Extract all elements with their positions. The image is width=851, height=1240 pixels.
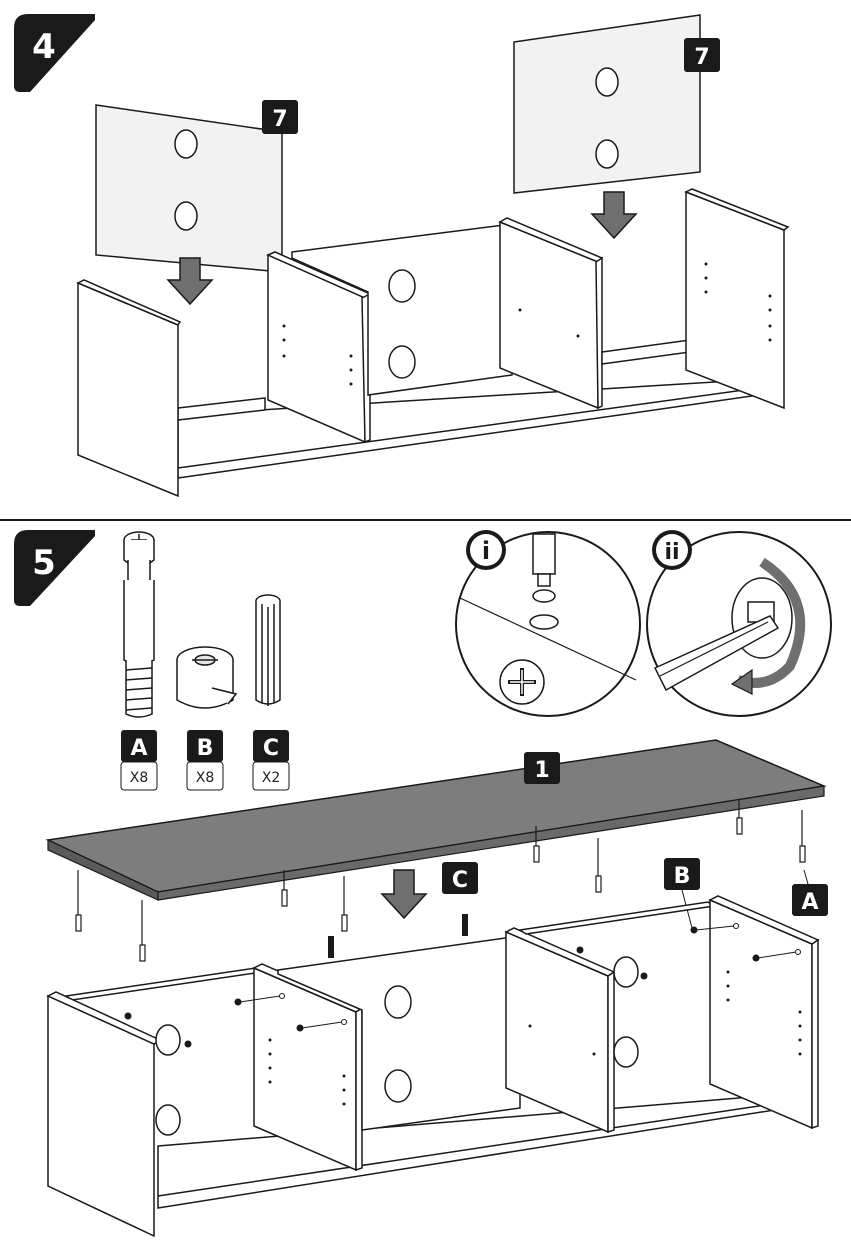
part-letter: C <box>263 736 279 761</box>
cabinet-frame <box>76 188 790 498</box>
part-label-a: A X8 <box>120 730 158 791</box>
part-quantity: X8 <box>130 770 149 786</box>
down-arrow <box>590 191 638 240</box>
down-arrow <box>380 869 428 920</box>
part-letter: A <box>130 736 147 761</box>
back-panel-right: 7 <box>513 14 720 194</box>
part-quantity: X8 <box>196 770 215 786</box>
part-label-b: B X8 <box>186 730 224 791</box>
cam-bolt-icon <box>123 531 155 718</box>
cam-bolts <box>75 800 806 962</box>
detail-circle-ii: ii <box>646 530 832 717</box>
panel-label: 1 <box>534 758 549 783</box>
svg-text:C: C <box>452 868 468 893</box>
part-quantity: X2 <box>262 770 281 786</box>
dowel-icon <box>255 594 281 706</box>
svg-text:A: A <box>801 890 818 915</box>
step-number: 5 <box>32 543 56 583</box>
part-label-c: C X2 <box>252 730 290 791</box>
cabinet-frame <box>46 895 820 1238</box>
callout-b: B <box>664 858 700 929</box>
drill-holes <box>282 262 772 386</box>
cam-lock-icon <box>176 646 238 709</box>
detail-label: i <box>482 537 490 565</box>
dowels <box>328 914 468 958</box>
callout-a: A <box>792 869 828 916</box>
back-panel-left: 7 <box>95 100 298 273</box>
step-badge-4: 4 <box>14 14 95 92</box>
step-number: 4 <box>32 27 56 67</box>
panel-label: 7 <box>272 107 287 132</box>
svg-text:B: B <box>674 864 691 889</box>
step-badge-5: 5 <box>14 530 95 606</box>
detail-label: ii <box>664 540 679 565</box>
callout-c: C <box>442 862 478 894</box>
step-5: 5 A <box>14 530 832 1238</box>
cam-locks <box>124 926 802 1106</box>
part-letter: B <box>197 736 214 761</box>
top-panel: 1 <box>45 739 827 901</box>
step-4: 4 7 7 <box>14 14 790 498</box>
down-arrow <box>166 257 214 306</box>
panel-label: 7 <box>694 45 709 70</box>
detail-circle-i: i <box>455 530 641 717</box>
cam-lock-leaders <box>239 923 801 1029</box>
